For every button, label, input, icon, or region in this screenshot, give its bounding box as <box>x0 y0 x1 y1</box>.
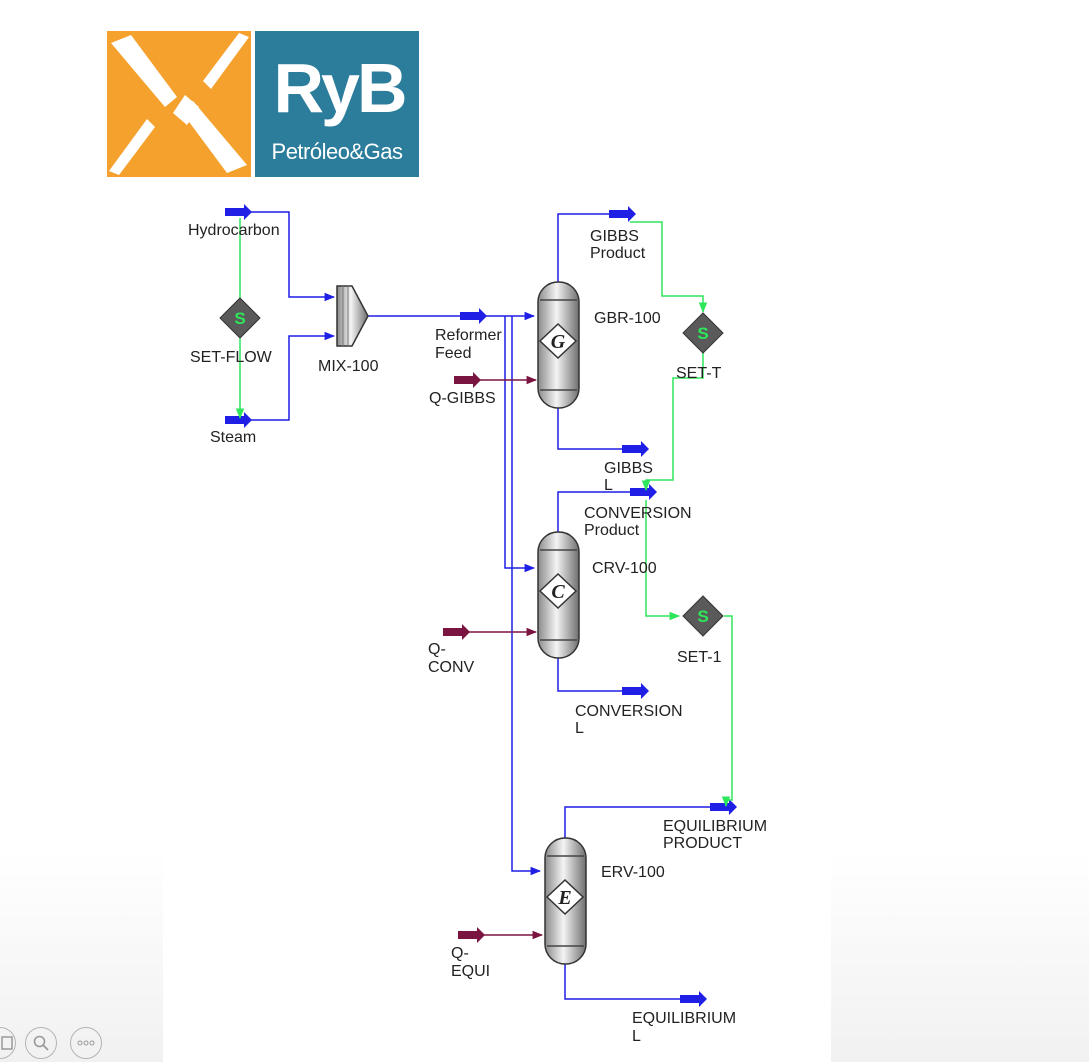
mixer-icon[interactable] <box>336 285 369 347</box>
conversion-product-label-line2: Product <box>584 522 640 539</box>
gibbs-reactor-vessel[interactable]: G <box>537 281 580 409</box>
energy-arrow-q-gibbs <box>454 372 481 388</box>
conversion-reactor-vessel[interactable]: C <box>537 531 580 659</box>
gibbs-liquid-label-line2: L <box>604 477 613 494</box>
gibbs-product-label-line1: GIBBS <box>590 228 639 245</box>
conversion-product-label-line1: CONVERSION <box>584 505 692 522</box>
logo-name: RyB <box>273 49 407 127</box>
conversion-reactor-letter: C <box>551 581 565 603</box>
q-equi-label-line2: EQUI <box>451 963 490 980</box>
equilibrium-vapour-line <box>564 806 735 838</box>
equilibrium-reactor-letter: E <box>557 887 571 909</box>
stream-arrow-equilibrium-liquid <box>680 991 707 1007</box>
conversion-vapour-line <box>557 491 655 532</box>
set-flow-label: SET-FLOW <box>190 349 273 366</box>
stream-arrow-hydrocarbon <box>225 204 252 220</box>
q-equi-label-line1: Q- <box>451 945 469 962</box>
gibbs-reactor-label: GBR-100 <box>594 310 661 327</box>
search-icon[interactable] <box>25 1027 57 1059</box>
stream-arrow-gibbs-liquid <box>622 441 649 457</box>
stream-arrow-equilibrium-product <box>710 799 737 815</box>
conversion-liquid-label-line2: L <box>575 720 584 737</box>
equilibrium-reactor-label: ERV-100 <box>601 864 665 881</box>
conversion-liquid-label-line1: CONVERSION <box>575 703 683 720</box>
equilibrium-product-label-line1: EQUILIBRIUM <box>663 818 767 835</box>
set-1-signal-in <box>645 500 681 621</box>
stream-arrow-steam <box>225 412 252 428</box>
mixer-label: MIX-100 <box>318 358 379 375</box>
set-flow-operation[interactable]: S <box>219 297 261 339</box>
reformer-feed-label-line2: Feed <box>435 345 471 362</box>
conversion-liquid-line <box>557 658 647 692</box>
logo-emblem <box>107 31 251 177</box>
stream-arrow-conversion-product <box>630 484 657 500</box>
equilibrium-product-label-line2: PRODUCT <box>663 835 742 852</box>
energy-arrow-q-equi <box>458 927 485 943</box>
set-flow-letter: S <box>234 309 245 328</box>
set-t-letter: S <box>697 324 708 343</box>
gibbs-vapour-line <box>557 213 634 282</box>
equilibrium-liquid-label-line2: L <box>632 1028 641 1045</box>
logo-wordmark: RyB Petróleo&Gas <box>255 31 419 177</box>
conversion-reactor-label: CRV-100 <box>592 560 657 577</box>
set-1-letter: S <box>697 607 708 626</box>
equilibrium-reactor-vessel[interactable]: E <box>544 837 587 965</box>
feed-split-line-equilibrium <box>511 316 542 876</box>
gibbs-liquid-label-line1: GIBBS <box>604 460 653 477</box>
hydrocarbon-label: Hydrocarbon <box>188 222 280 239</box>
set-t-label: SET-T <box>676 365 722 382</box>
hydrocarbon-line <box>238 211 336 302</box>
company-logo: RyB Petróleo&Gas <box>107 31 419 177</box>
gibbs-liquid-line <box>557 406 647 450</box>
logo-subtitle: Petróleo&Gas <box>271 139 403 164</box>
stream-arrow-gibbs-product <box>609 206 636 222</box>
energy-arrow-q-conv <box>443 624 470 640</box>
set-1-operation[interactable]: S <box>682 595 724 637</box>
set-1-label: SET-1 <box>677 649 722 666</box>
set-t-signal-out <box>641 353 704 492</box>
set-1-signal-out <box>721 615 733 808</box>
stream-arrow-conversion-liquid <box>622 683 649 699</box>
feed-split-line-conversion <box>504 316 536 573</box>
q-conv-label-line1: Q- <box>428 641 446 658</box>
equilibrium-liquid-label-line1: EQUILIBRIUM <box>632 1010 736 1027</box>
steam-line <box>238 331 336 421</box>
gibbs-reactor-letter: G <box>551 331 566 353</box>
diagram-panel <box>163 850 831 1062</box>
steam-label: Steam <box>210 429 256 446</box>
q-gibbs-label: Q-GIBBS <box>429 390 496 407</box>
gibbs-product-label-line2: Product <box>590 245 646 262</box>
reformer-feed-label-line1: Reformer <box>435 327 502 344</box>
more-icon[interactable] <box>70 1027 102 1059</box>
set-t-signal-in <box>630 221 708 314</box>
stream-arrow-reformer-feed <box>460 308 487 324</box>
q-conv-label-line2: CONV <box>428 659 475 676</box>
equilibrium-liquid-line <box>564 962 705 1000</box>
set-t-operation[interactable]: S <box>682 312 724 354</box>
